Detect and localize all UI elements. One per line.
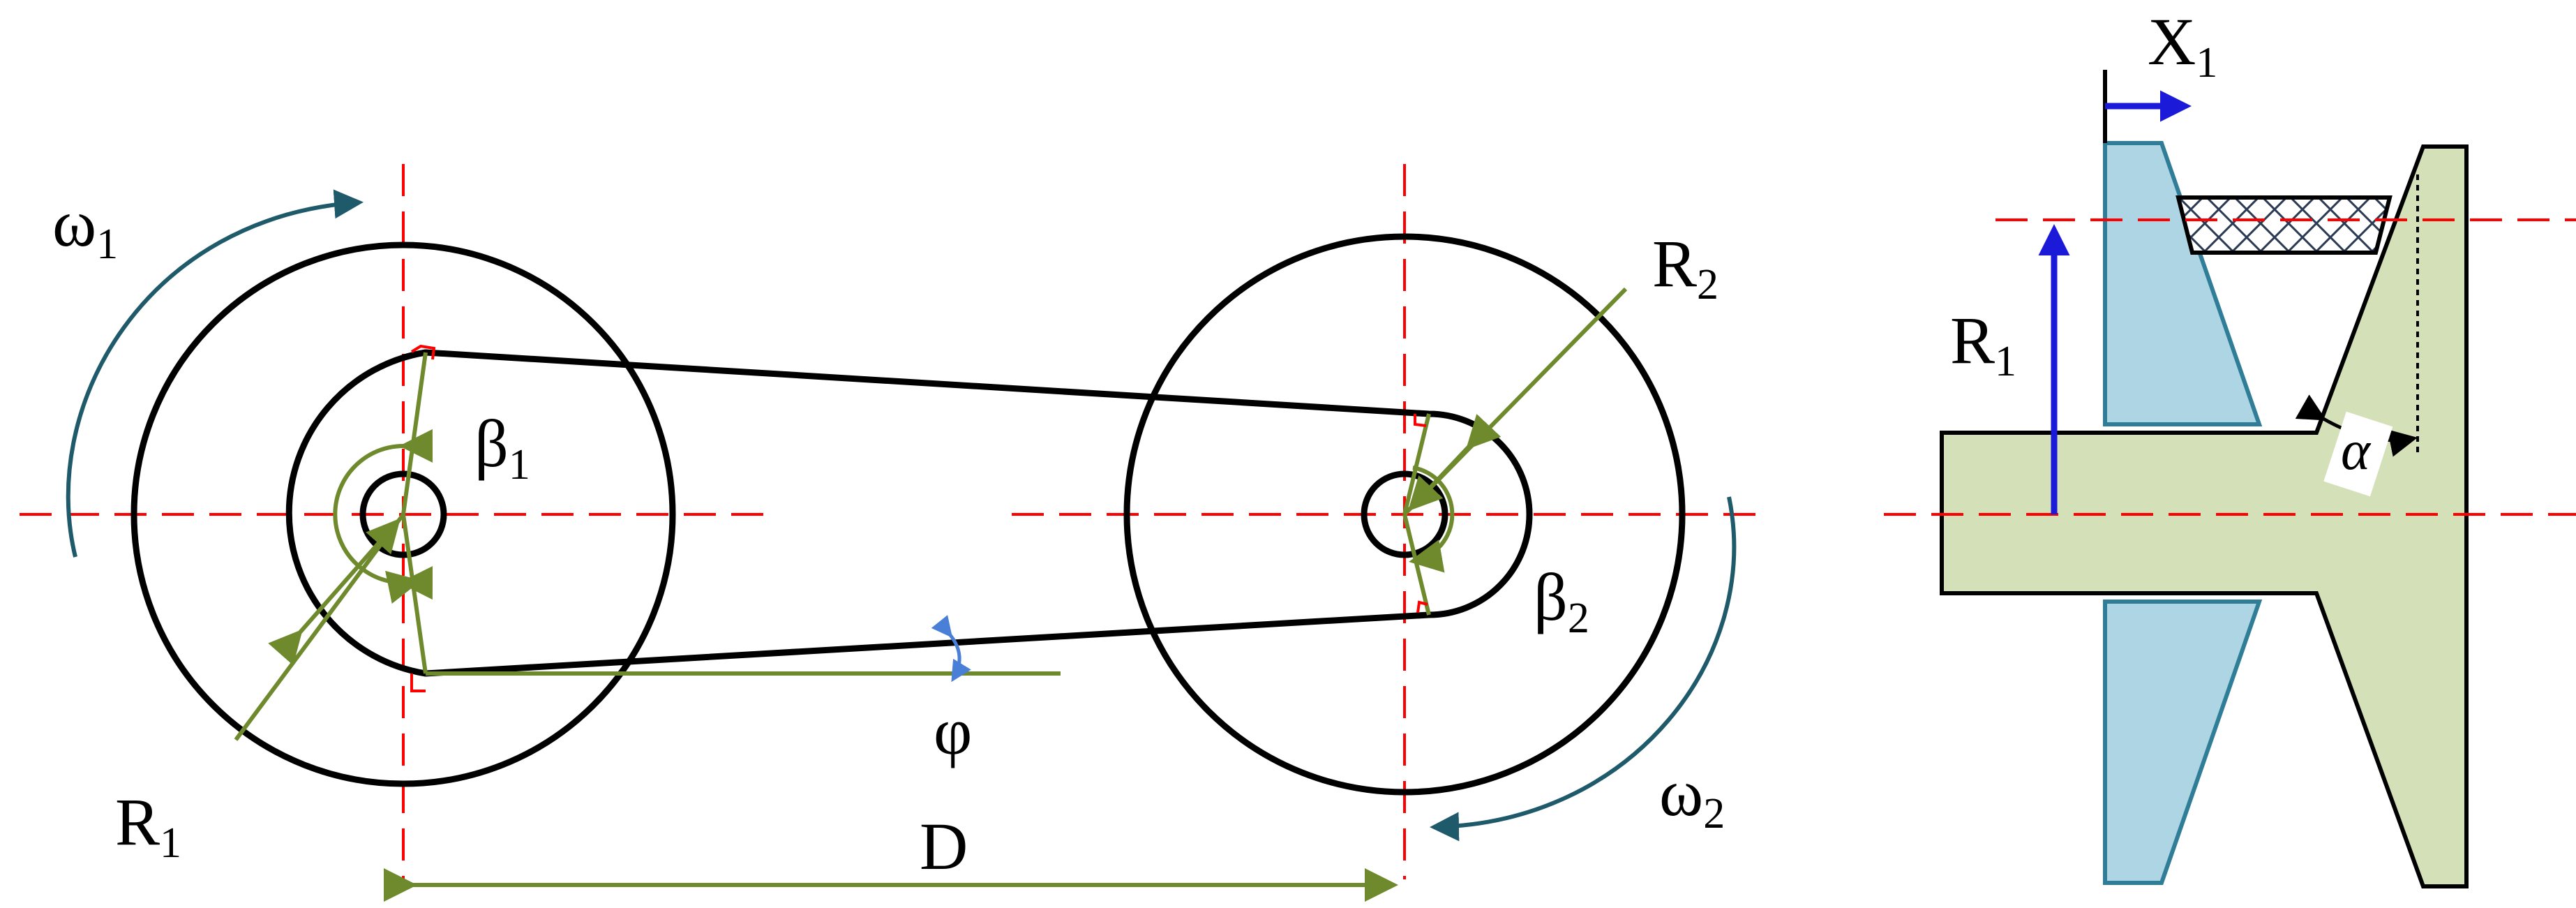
pulley-2	[1123, 233, 1686, 796]
beta-2-label: β2	[1534, 560, 1589, 642]
omega-2-rotation-arrow	[1430, 496, 1737, 842]
phi-angle-arc	[931, 615, 971, 683]
phi-label: φ	[934, 694, 972, 768]
movable-sheave-lower	[2103, 600, 2263, 885]
r1-dimension-arrow	[268, 518, 400, 666]
belt-path	[285, 349, 1533, 677]
fixed-sheave	[1940, 144, 2469, 888]
r2-label: R2	[1652, 226, 1718, 308]
omega-2-label: ω2	[1659, 755, 1725, 838]
pulley-1-hub	[359, 470, 447, 558]
center-distance-label: D	[920, 809, 968, 884]
pulley-1	[130, 241, 676, 787]
r1-right-label: R1	[1950, 303, 2016, 385]
pulley-1-outer-rim	[130, 241, 676, 787]
pulley-drive-view: ω1 β1 R1 R2 β2 φ D ω2	[20, 164, 1765, 902]
movable-sheave-upper	[2103, 141, 2263, 426]
x1-label: X1	[2148, 4, 2217, 87]
omega-1-label: ω1	[52, 186, 118, 268]
right-angle-markers	[410, 344, 1428, 692]
r2-dimension-arrow	[1407, 413, 1502, 512]
r1-leader-line	[234, 513, 405, 741]
r1-left-label: R1	[115, 784, 181, 867]
pulley-2-hub	[1361, 470, 1448, 558]
sheave-cross-section: X1 R1 α	[1884, 4, 2576, 888]
alpha-label: α	[2341, 420, 2372, 482]
omega-1-rotation-arrow	[66, 189, 364, 558]
belt-cross-section	[2176, 195, 2392, 255]
centerlines-right	[1884, 218, 2576, 516]
beta-1-label: β1	[474, 406, 530, 489]
pulley-2-outer-rim	[1123, 233, 1686, 796]
alpha-label-background	[2323, 411, 2393, 497]
